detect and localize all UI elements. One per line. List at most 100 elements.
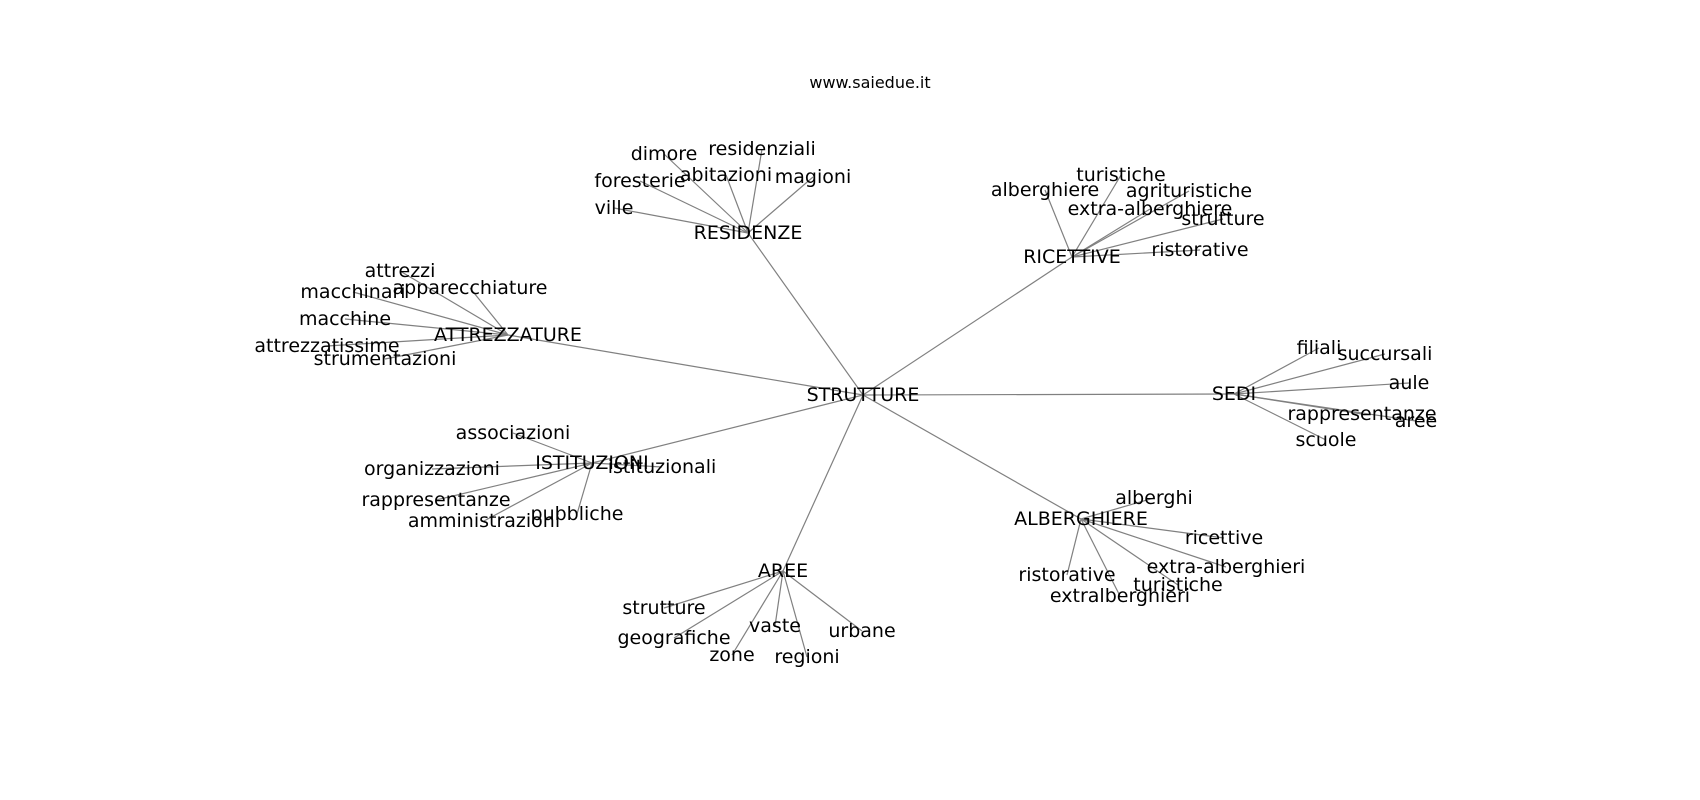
label-layer: STRUTTURE RESIDENZE dimore residenziali fore… <box>254 138 1437 668</box>
edge-istituzioni-leaf <box>591 462 663 468</box>
leaf-node-label: amministrazioni <box>408 510 560 532</box>
leaf-node-label: turistiche <box>1133 574 1222 596</box>
leaf-node-label: turistiche <box>1076 164 1165 186</box>
credit-text: www.saiedue.it <box>809 73 930 92</box>
edge-ricettive-leaf <box>1071 249 1201 258</box>
leaf-node-label: rappresentanze <box>1287 403 1436 425</box>
edge-alberghiere-leaf <box>1080 497 1155 520</box>
leaf-node-label: strutture <box>622 597 705 619</box>
leaf-node-label: ville <box>595 197 634 219</box>
edge-sedi-leaf <box>1233 347 1320 395</box>
edge-attrezzature-leaf <box>352 291 509 336</box>
leaf-node-label: extra-alberghiere <box>1068 198 1233 220</box>
leaf-node-label: apparecchiature <box>393 277 548 299</box>
leaf-node-label: agrituristiche <box>1126 180 1252 202</box>
leaf-node-label: alberghi <box>1115 487 1193 509</box>
leaf-node-label: rappresentanze <box>361 489 510 511</box>
edge-istituzioni-leaf <box>576 462 593 515</box>
edge-attrezzature-leaf <box>344 318 509 336</box>
edge-attrezzature-leaf <box>469 287 509 336</box>
edge-sedi-leaf <box>1233 393 1327 441</box>
edge-ricettive-leaf <box>1071 190 1190 258</box>
edge-residenze-leaf <box>747 176 814 234</box>
edge-root-sedi <box>862 393 1235 396</box>
edge-ricettive-leaf <box>1071 174 1122 258</box>
leaf-node-label: ristorative <box>1018 564 1115 586</box>
leaf-node-label: strutture <box>1181 208 1264 230</box>
edge-istituzioni-leaf <box>483 462 593 522</box>
leaf-node-label: organizzazioni <box>364 458 500 480</box>
root-node-label: STRUTTURE <box>807 384 920 406</box>
leaf-node-label: macchinari <box>300 281 405 303</box>
leaf-node-label: alberghiere <box>991 179 1099 201</box>
leaf-node-label: strumentazioni <box>314 348 457 370</box>
leaf-node-label: attrezzi <box>365 260 436 282</box>
leaf-node-label: extralberghieri <box>1050 585 1190 607</box>
edge-alberghiere-leaf <box>1080 518 1225 539</box>
leaf-node-label: filiali <box>1297 337 1342 359</box>
leaf-node-label: scuole <box>1296 429 1357 451</box>
edge-root-attrezzature <box>507 334 864 396</box>
edge-root-aree <box>782 394 864 572</box>
edge-alberghiere-leaf <box>1080 518 1179 586</box>
group-node-sedi: SEDI <box>1212 383 1256 405</box>
leaf-node-label: attrezzatissime <box>254 335 399 357</box>
edge-residenze-leaf <box>663 153 749 234</box>
edge-residenze-leaf <box>613 207 749 234</box>
edge-alberghiere-leaf <box>1066 518 1082 576</box>
group-node-alberghiere: ALBERGHIERE <box>1014 508 1148 530</box>
leaf-node-label: macchine <box>299 308 391 330</box>
leaf-node-label: dimore <box>631 143 698 165</box>
edge-layer <box>326 148 1417 658</box>
edge-attrezzature-leaf <box>399 270 509 336</box>
edge-istituzioni-leaf <box>431 462 593 470</box>
edge-sedi-leaf <box>1233 382 1410 395</box>
edge-aree-leaf <box>782 570 863 632</box>
edge-residenze-leaf <box>747 148 763 234</box>
edge-root-ricettive <box>862 256 1073 396</box>
edge-aree-leaf <box>782 570 808 658</box>
leaf-node-label: ristorative <box>1151 239 1248 261</box>
edge-ricettive-leaf <box>1071 218 1224 258</box>
leaf-node-label: succursali <box>1338 343 1433 365</box>
edge-istituzioni-leaf <box>435 462 593 501</box>
edge-aree-leaf <box>774 570 784 627</box>
edge-residenze-leaf <box>725 174 749 234</box>
edge-root-istituzioni <box>591 394 864 464</box>
edge-sedi-leaf <box>1233 353 1386 395</box>
leaf-node-label: abitazioni <box>680 164 772 186</box>
leaf-node-label: vaste <box>749 615 801 637</box>
group-node-aree: AREE <box>758 560 808 582</box>
leaf-node-label: zone <box>709 644 754 666</box>
edge-aree-leaf <box>663 570 784 609</box>
edge-ricettive-leaf <box>1044 189 1073 258</box>
leaf-node-label: associazioni <box>456 422 571 444</box>
leaf-node-label: urbane <box>828 620 895 642</box>
edge-attrezzature-leaf <box>384 334 509 360</box>
edge-residenze-leaf <box>639 180 749 234</box>
leaf-node-label: regioni <box>774 646 839 668</box>
edge-alberghiere-leaf <box>1080 518 1121 597</box>
leaf-node-label: istituzionali <box>608 456 717 478</box>
group-node-residenze: RESIDENZE <box>694 222 803 244</box>
leaf-node-label: geografiche <box>617 627 730 649</box>
edge-sedi-leaf <box>1233 393 1417 422</box>
leaf-node-label: residenziali <box>708 138 816 160</box>
edge-istituzioni-leaf <box>512 432 593 464</box>
leaf-node-label: magioni <box>775 166 851 188</box>
group-node-istituzioni: ISTITUZIONI <box>535 452 648 474</box>
edge-root-alberghiere <box>862 394 1082 520</box>
edge-attrezzature-leaf <box>326 334 509 347</box>
leaf-node-label: extra-alberghieri <box>1147 556 1306 578</box>
group-node-attrezzature: ATTREZZATURE <box>434 324 582 346</box>
edge-root-residenze <box>747 232 864 396</box>
edge-ricettive-leaf <box>1071 208 1151 258</box>
leaf-node-label: foresterie <box>594 170 685 192</box>
leaf-node-label: aree <box>1395 410 1437 432</box>
leaf-node-label: pubbliche <box>531 503 624 525</box>
group-node-ricettive: RICETTIVE <box>1023 246 1121 268</box>
leaf-node-label: ricettive <box>1185 527 1263 549</box>
edge-aree-leaf <box>673 570 784 639</box>
leaf-node-label: aule <box>1389 372 1430 394</box>
